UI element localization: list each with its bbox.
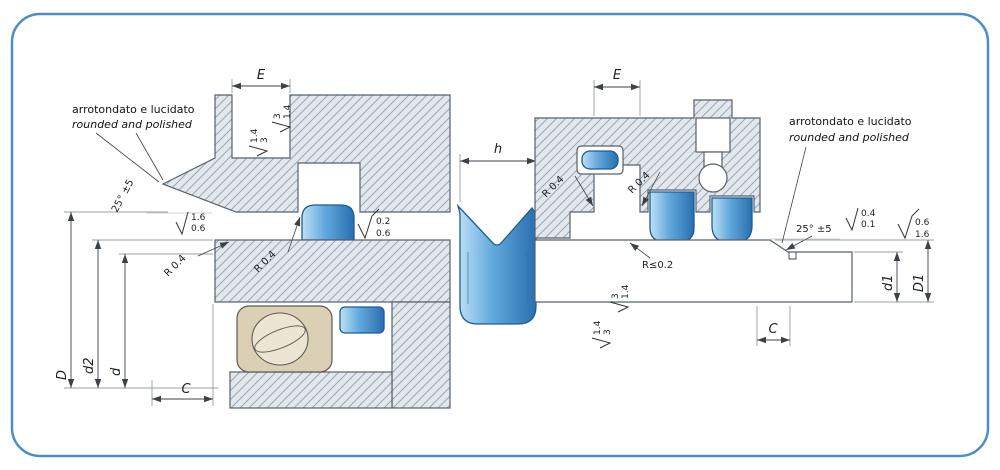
note-left-line2: rounded and polished xyxy=(72,118,193,131)
dim-label-d: d xyxy=(109,367,124,376)
leader-line xyxy=(287,216,301,253)
roughness-mark-left-bore: 0.2 0.6 xyxy=(357,208,391,240)
right-wiper-seal xyxy=(711,197,753,244)
roughness-mark-left-chamfer: 1.6 0.6 xyxy=(175,211,206,236)
dim-label-d2: d2 xyxy=(82,357,97,374)
roughness-value: 0.1 xyxy=(861,220,875,230)
roughness-value: 0.6 xyxy=(191,224,206,234)
leader-line xyxy=(785,235,813,251)
roughness-value: 0.4 xyxy=(861,209,876,219)
roughness-icon xyxy=(271,121,292,133)
note-right-line2: rounded and polished xyxy=(789,131,910,144)
left-bearing-ball xyxy=(251,312,309,366)
roughness-mark-left-slot-a: 1.4 3 xyxy=(248,128,270,157)
left-lower-strip xyxy=(229,371,393,409)
right-plug-head xyxy=(695,117,731,153)
leader-line xyxy=(197,241,230,257)
right-energizer-seal xyxy=(581,150,619,170)
leader-line xyxy=(574,175,594,207)
seal-profile xyxy=(456,203,537,325)
roughness-mark-left-slot-b: 3 1.4 xyxy=(271,104,293,133)
note-left-line1: arrotondato e lucidato xyxy=(72,103,195,116)
dim-label-E-left: E xyxy=(257,68,266,83)
right-primary-seal xyxy=(649,191,695,243)
left-lower-column xyxy=(391,301,451,409)
dim-label-d1: d1 xyxy=(881,274,896,291)
roughness-icon xyxy=(591,337,612,349)
right-plug-tip xyxy=(698,163,728,193)
roughness-value: 0.6 xyxy=(376,229,391,239)
roughness-value: 3 xyxy=(273,113,283,119)
note-right-line1: arrotondato e lucidato xyxy=(789,115,912,128)
roughness-value: 1.6 xyxy=(191,213,206,223)
right-view: E R 0.4 R 0.4 R≤0.2 3 1.4 1.4 3 25° ±5 0… xyxy=(534,68,934,349)
roughness-value: 3 xyxy=(603,329,613,335)
radius-callout-max: R≤0.2 xyxy=(642,260,673,271)
roughness-value: 3 xyxy=(611,293,621,299)
roughness-value: 0.2 xyxy=(376,217,390,227)
roughness-value: 1.4 xyxy=(593,320,603,335)
dim-label-h: h xyxy=(494,142,502,157)
roughness-value: 0.6 xyxy=(915,218,930,228)
roughness-icon xyxy=(845,207,859,232)
leader-line xyxy=(95,132,160,183)
page-border xyxy=(10,12,990,458)
roughness-icon xyxy=(175,211,189,236)
roughness-value: 3 xyxy=(260,137,270,143)
roughness-icon xyxy=(897,208,920,240)
left-housing-upper xyxy=(161,94,451,213)
leader-line xyxy=(629,242,651,259)
dim-label-E-right: E xyxy=(613,68,622,83)
left-static-seal xyxy=(339,306,385,334)
left-view: E D d2 d C 25° ±5 R 0.4 R 0.4 1.6 0.6 xyxy=(55,68,451,409)
roughness-value: 1.6 xyxy=(915,230,930,240)
roughness-icon xyxy=(609,301,630,313)
dim-label-C-right: C xyxy=(768,322,778,337)
roughness-icon xyxy=(357,208,380,240)
roughness-icon xyxy=(248,145,269,157)
leader-line xyxy=(135,132,164,181)
right-rod xyxy=(534,239,853,303)
left-bearing-roller xyxy=(254,325,306,353)
angle-label-right: 25° ±5 xyxy=(796,224,832,235)
roughness-value: 1.4 xyxy=(621,284,631,299)
leader-line xyxy=(781,146,807,244)
dim-label-D1: D1 xyxy=(912,274,927,292)
dim-label-C-left: C xyxy=(181,382,191,397)
roughness-mark-right-face: 0.6 1.6 xyxy=(897,208,930,240)
left-rod-seal xyxy=(301,204,355,241)
roughness-mark-right-slot-a: 3 1.4 xyxy=(609,284,631,313)
roughness-value: 1.4 xyxy=(283,104,293,119)
left-housing-lower xyxy=(214,239,451,303)
roughness-mark-right-chamfer: 0.4 0.1 xyxy=(845,207,876,232)
roughness-mark-right-slot-b: 1.4 3 xyxy=(591,320,613,349)
right-rod-undercut xyxy=(788,252,797,260)
roughness-value: 1.4 xyxy=(250,128,260,143)
leader-line xyxy=(641,171,661,207)
dim-label-D: D xyxy=(55,370,70,380)
